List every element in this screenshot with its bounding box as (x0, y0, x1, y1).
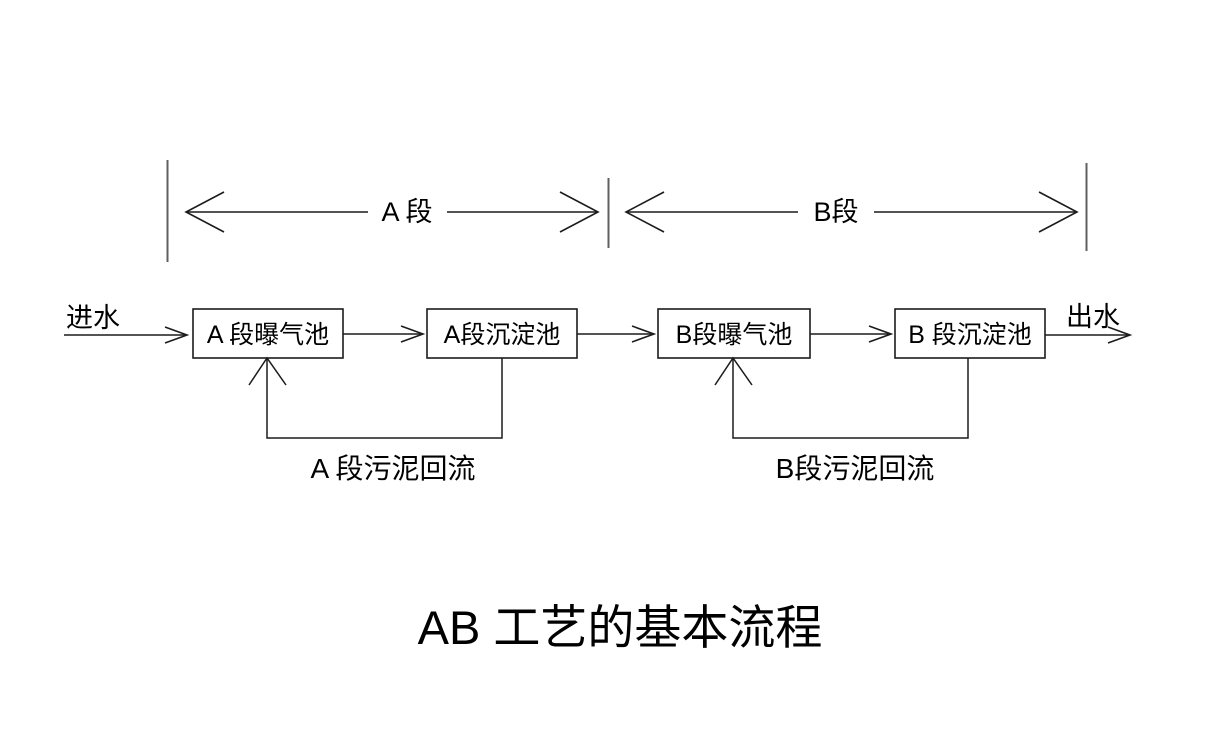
arrowhead-up-icon (714, 356, 753, 386)
box-b-aeration-tank: B段曝气池 (657, 308, 811, 359)
inlet-label: 进水 (66, 303, 120, 333)
arrowhead-right-icon (1038, 191, 1079, 233)
box-b-sedimentation-label: B 段沉淀池 (908, 321, 1032, 349)
arrowhead-right-icon (1107, 326, 1133, 344)
box-outline (894, 308, 1046, 359)
b-sludge-return-label: B段污泥回流 (776, 453, 935, 484)
arrowhead-right-icon (400, 325, 426, 343)
arrowhead-right-icon (868, 325, 894, 343)
process-flow-row: 进水 A 段曝气池 A段沉淀池 (64, 302, 1133, 359)
arrowhead-right-icon (164, 326, 190, 344)
section-a-span-arrow: A 段 (184, 191, 600, 233)
section-span-indicators: A 段 B段 (166, 160, 1088, 262)
diagram-title: AB 工艺的基本流程 (418, 601, 823, 654)
box-b-sedimentation-tank: B 段沉淀池 (894, 308, 1046, 359)
a-sludge-return-loop: A 段污泥回流 (248, 356, 503, 484)
return-loop-path (266, 358, 503, 439)
section-b-span-arrow: B段 (624, 191, 1079, 233)
box-a-aeration-label: A 段曝气池 (207, 321, 329, 349)
connector-a-sedimentation-to-b-aeration (577, 325, 657, 343)
sludge-return-loops: A 段污泥回流 B段污泥回流 (248, 356, 969, 484)
connector-b-aeration-to-b-sedimentation (810, 325, 894, 343)
arrowhead-right-icon (631, 325, 657, 343)
outlet-label: 出水 (1066, 302, 1120, 332)
connector-a-aeration-to-a-sedimentation (343, 325, 426, 343)
inlet: 进水 (64, 303, 190, 344)
b-sludge-return-loop: B段污泥回流 (714, 356, 969, 484)
box-b-aeration-label: B段曝气池 (676, 321, 793, 349)
section-b-label: B段 (813, 197, 858, 227)
arrowhead-up-icon (248, 356, 287, 386)
a-sludge-return-label: A 段污泥回流 (311, 453, 476, 484)
box-a-aeration-tank: A 段曝气池 (192, 308, 344, 359)
outlet: 出水 (1045, 302, 1133, 344)
box-a-sedimentation-label: A段沉淀池 (444, 321, 561, 349)
box-a-sedimentation-tank: A段沉淀池 (426, 308, 578, 359)
arrowhead-right-icon (559, 191, 600, 233)
section-a-label: A 段 (381, 197, 432, 227)
return-loop-path (732, 358, 969, 439)
